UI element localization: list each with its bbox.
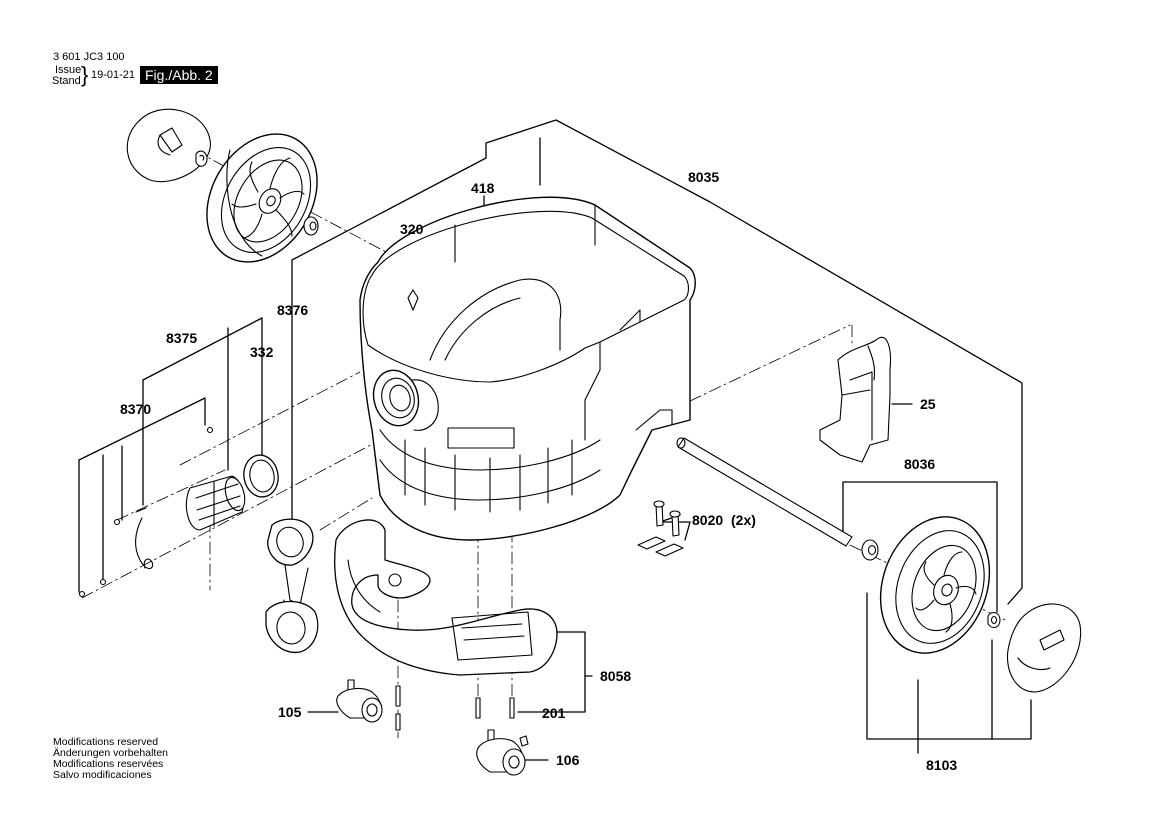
wheel-hubcap-left [126,108,211,183]
label-201: 201 [542,705,566,721]
seal-ring-332 [243,454,279,498]
label-8103: 8103 [926,757,957,773]
small-screws [78,426,214,598]
label-8036: 8036 [904,456,935,472]
label-8035: 8035 [688,169,719,185]
screws-8020 [637,500,684,557]
note-line: Modifications reservées [53,758,164,770]
retaining-ring-left [195,150,208,167]
base-screws [395,685,515,731]
label-320: 320 [400,221,424,237]
chassis-base-8058 [334,519,558,676]
label-8020-qty: (2x) [731,512,756,528]
issue-brace: } [81,62,89,87]
note-line: Änderungen vorbehalten [53,747,169,759]
label-105: 105 [278,704,302,720]
part-labels: 8035 418 320 8376 8375 332 8370 25 8036 … [120,169,957,773]
retaining-ring-right [987,611,1001,629]
label-106: 106 [556,752,580,768]
bracket-part-25 [819,337,892,463]
modification-notes: Modifications reserved Änderungen vorbeh… [53,737,168,781]
rear-wheel-right [879,516,991,654]
axle-rod [676,437,853,547]
inlet-sleeve [185,475,246,531]
label-8058: 8058 [600,668,631,684]
container-tank [359,196,696,541]
label-8376: 8376 [277,302,308,318]
castor-105 [336,679,383,723]
clip-spring-8370 [134,507,154,570]
document-number: 3 601 JC3 100 [53,51,125,63]
label-25: 25 [920,396,936,412]
label-8370: 8370 [120,401,151,417]
label-8375: 8375 [166,330,197,346]
note-line: Modifications reserved [53,736,159,748]
stand-label: Stand [52,75,81,87]
washer-right [861,539,879,561]
spacer-washer-left [303,216,319,236]
wheel-hubcap-right [1006,603,1082,693]
castor-106 [476,729,529,776]
label-8020: 8020 [692,512,723,528]
issue-date: 19-01-21 [91,69,136,81]
note-line: Salvo modificaciones [53,769,152,781]
figure-label: Fig./Abb. 2 [140,66,218,84]
issue-label: Issue [55,64,82,76]
label-332: 332 [250,344,274,360]
hose-connector-8376 [265,518,319,653]
label-418: 418 [471,180,495,196]
